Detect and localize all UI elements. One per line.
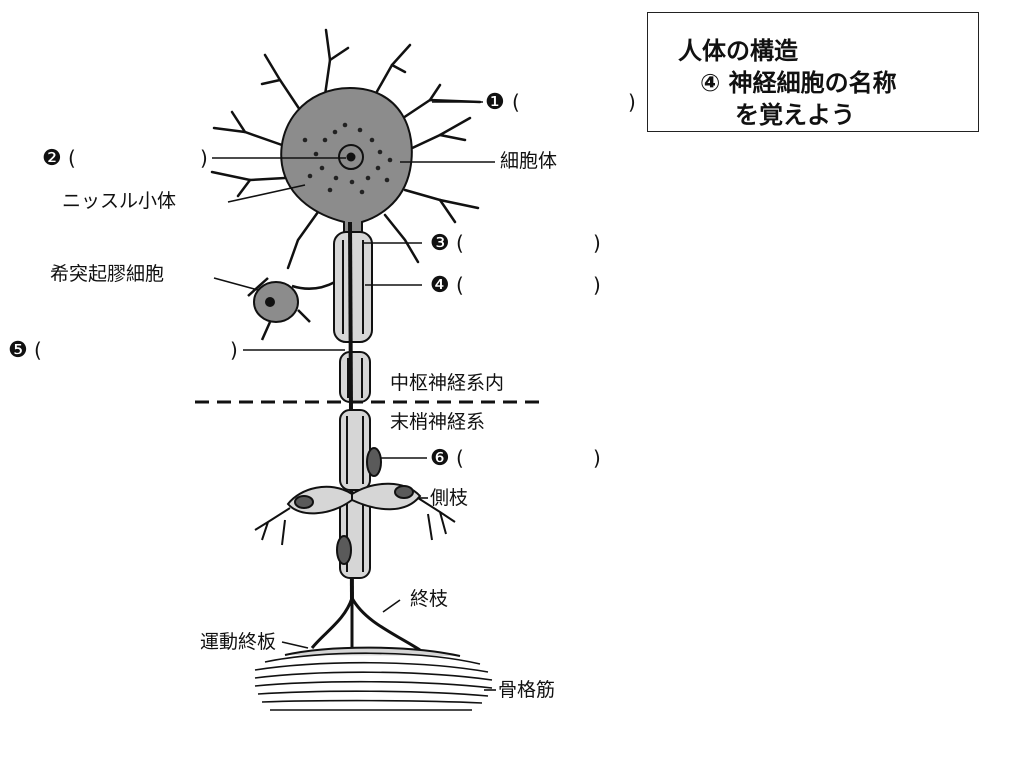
blank-4-number: ❹: [430, 273, 450, 298]
nissl-bodies: [302, 122, 393, 195]
leader-lines: [212, 101, 496, 691]
blank-5-open: (: [34, 338, 42, 362]
label-cns: 中枢神経系内: [390, 372, 505, 394]
label-terminal-branch: 終枝: [410, 588, 449, 610]
blank-5-close: ): [230, 338, 238, 362]
blank-1-number: ❶: [485, 90, 505, 115]
label-nissl-body: ニッスル小体: [62, 190, 177, 212]
blank-3-number: ❸: [430, 231, 450, 256]
skeletal-muscle-shape: [254, 646, 493, 711]
blank-1-open: (: [512, 90, 520, 114]
blank-3-close: ): [593, 231, 601, 255]
blank-5-number: ❺: [8, 338, 28, 363]
label-pns: 末梢神経系: [390, 411, 486, 433]
nucleolus: [346, 152, 356, 162]
terminal-branches: [310, 597, 421, 652]
collateral-branches: [254, 482, 456, 546]
myelin-sheath-cns: [333, 231, 373, 403]
blank-6-close: ): [593, 446, 601, 470]
label-motor-end-plate: 運動終板: [200, 631, 277, 653]
blank-6-number: ❻: [430, 446, 450, 471]
dendrites: [210, 28, 482, 270]
title-heading: 人体の構造: [678, 37, 798, 65]
blank-4-close: ): [593, 273, 601, 297]
blank-2-number: ❷: [42, 146, 62, 171]
blank-6-open: (: [456, 446, 464, 470]
blank-2-close: ): [200, 146, 208, 170]
myelin-sheath-pns: [336, 409, 382, 579]
label-cell-body: 細胞体: [500, 150, 558, 172]
label-oligodendrocyte: 希突起膠細胞: [50, 263, 165, 285]
title-instruction: を覚えよう: [735, 101, 855, 129]
blank-2-open: (: [68, 146, 76, 170]
label-collateral: 側枝: [430, 487, 469, 509]
blank-4-open: (: [456, 273, 464, 297]
oligodendrocyte-shape: [247, 277, 336, 341]
blank-1-close: ): [628, 90, 636, 114]
title-box: 人体の構造 ④ 神経細胞の名称 を覚えよう: [647, 12, 979, 132]
blank-3-open: (: [456, 231, 464, 255]
label-skeletal-muscle: 骨格筋: [498, 679, 556, 701]
title-subheading: ④ 神経細胞の名称: [700, 69, 897, 97]
cell-body-shape: [280, 86, 413, 241]
